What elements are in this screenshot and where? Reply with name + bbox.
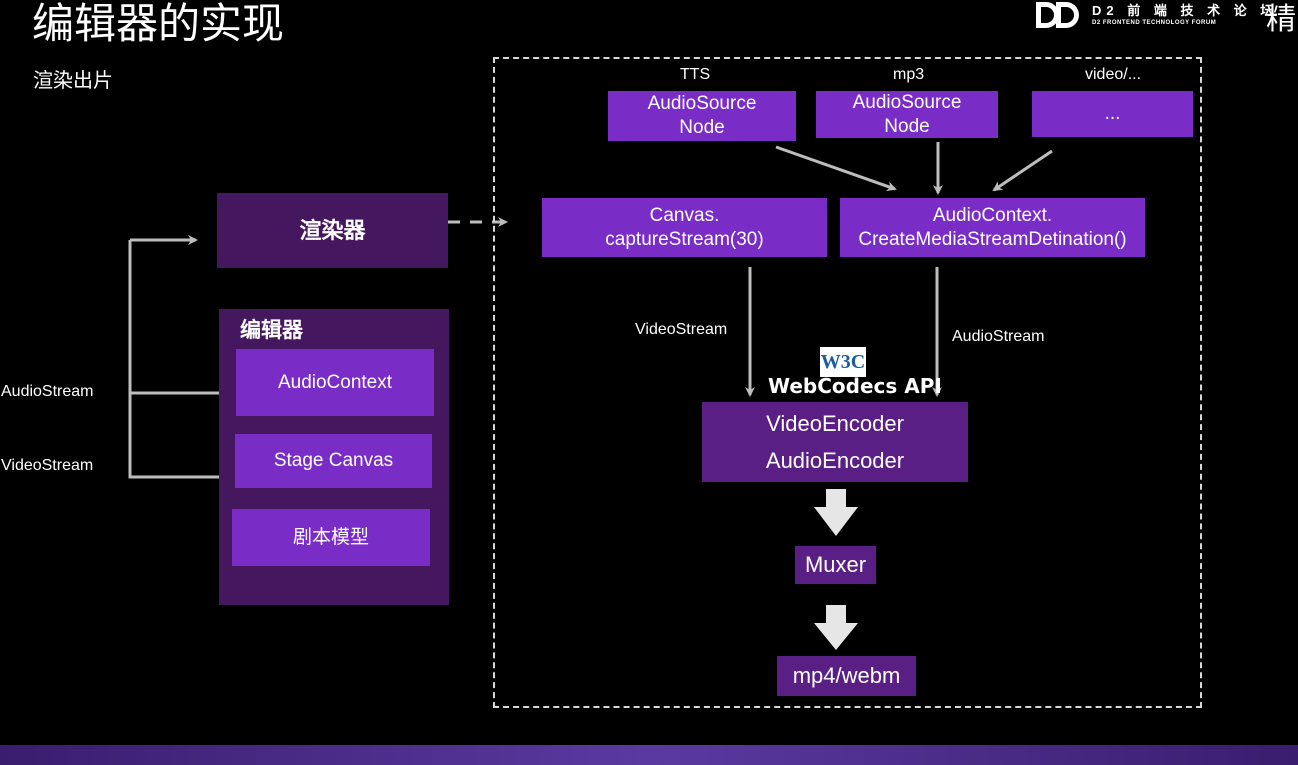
audio-source-node-2: AudioSource Node <box>816 91 998 138</box>
editor-title: 编辑器 <box>240 319 303 342</box>
video-encoder-label: VideoEncoder <box>766 411 904 436</box>
w3c-logo: W3C <box>820 347 866 377</box>
audio-source-node-2-line2: Node <box>884 115 930 137</box>
audio-source-node-1: AudioSource Node <box>608 91 796 141</box>
bottom-bar <box>0 745 1298 765</box>
pipeline-frame <box>493 57 1202 708</box>
audio-source-node-1-line1: AudioSource <box>647 93 757 114</box>
source3-arrow <box>992 149 1053 192</box>
bracket-line <box>128 391 226 479</box>
logo-text-en: D2 FRONTEND TECHNOLOGY FORUM <box>1092 20 1217 26</box>
video-stream-pipeline-label: VideoStream <box>635 321 728 338</box>
renderer-box: 渲染器 <box>217 193 448 268</box>
stage-canvas-box: Stage Canvas <box>235 434 432 488</box>
d2-logo-icon <box>1036 2 1079 28</box>
media-stream-destination-line1: AudioContext. <box>932 204 1053 226</box>
media-stream-destination-box: AudioContext. CreateMediaStreamDetinatio… <box>840 198 1145 257</box>
audio-context-box: AudioContext <box>236 349 434 416</box>
source1-arrow <box>775 145 897 192</box>
page-title: 编辑器的实现 <box>32 0 285 47</box>
page-subtitle: 渲染出片 <box>33 70 113 92</box>
canvas-capture-box: Canvas. captureStream(30) <box>542 198 827 257</box>
video-stream-label: VideoStream <box>1 457 94 474</box>
source-label-video: video/... <box>1085 66 1142 83</box>
script-model-box: 剧本模型 <box>232 509 430 566</box>
down-arrow-encoder-muxer <box>814 489 858 536</box>
audio-source-node-2-line1: AudioSource <box>852 91 962 113</box>
audio-source-more: ... <box>1032 91 1193 137</box>
output-format-box: mp4/webm <box>777 656 916 696</box>
audio-encoder-label: AudioEncoder <box>765 448 905 473</box>
audio-stream-pipeline-label: AudioStream <box>952 328 1045 345</box>
canvas-capture-line2: captureStream(30) <box>605 228 764 250</box>
media-stream-destination-line2: CreateMediaStreamDetination() <box>858 228 1127 250</box>
down-arrow-muxer-output <box>814 605 858 650</box>
muxer-box: Muxer <box>795 546 876 584</box>
logo-extra-char: 精 <box>1266 3 1296 36</box>
canvas-capture-line1: Canvas. <box>649 204 720 226</box>
webcodecs-api-label: WebCodecs API <box>768 374 942 398</box>
audio-source-node-1-line2: Node <box>679 117 725 138</box>
audio-stream-label: AudioStream <box>1 383 94 400</box>
source-label-tts: TTS <box>680 66 711 83</box>
encoder-box: VideoEncoder AudioEncoder <box>702 402 968 482</box>
logo-text-cn: D2 前 端 技 术 论 坛 <box>1092 3 1279 18</box>
source-label-mp3: mp3 <box>893 66 925 83</box>
